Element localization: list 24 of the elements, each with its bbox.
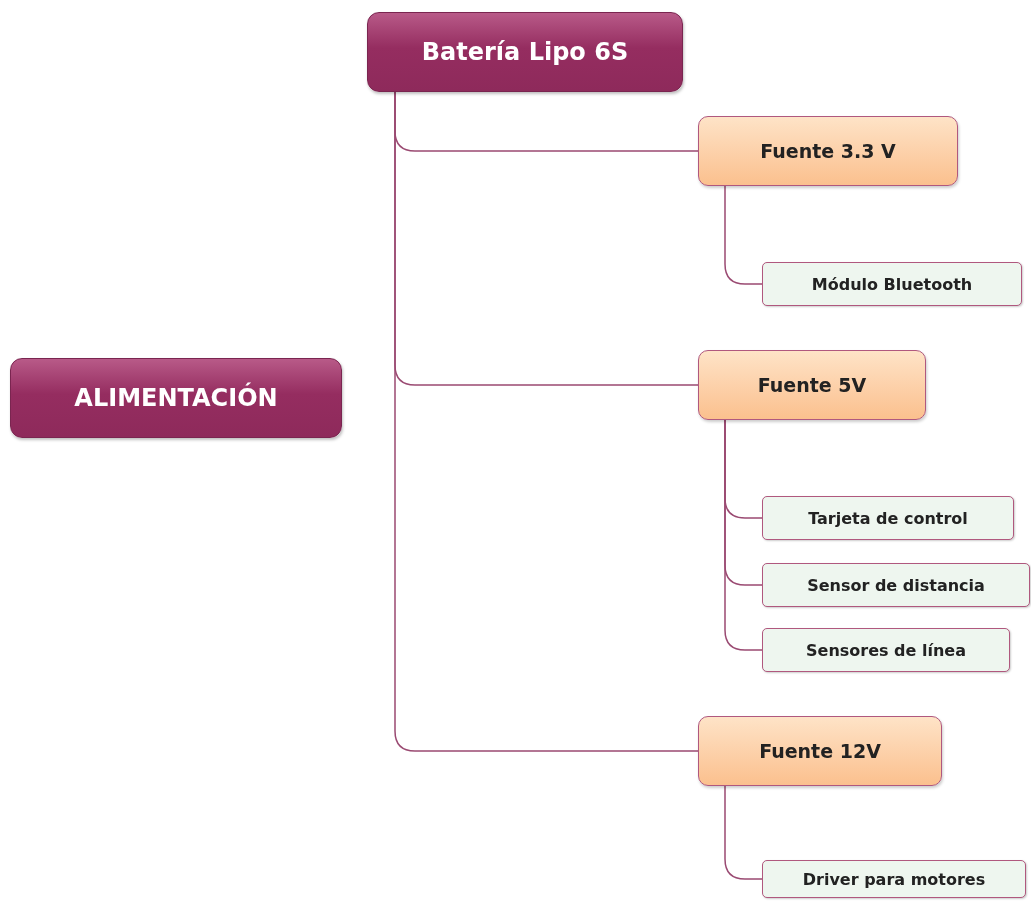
subtopic-box (698, 716, 942, 786)
node-label: Driver para motores (802, 869, 986, 889)
item-box (762, 860, 1026, 898)
node-label: Fuente 12V (759, 740, 881, 762)
node-label: Tarjeta de control (808, 508, 968, 528)
item-box (762, 262, 1022, 306)
connector-line (724, 185, 763, 285)
node-label: Fuente 3.3 V (760, 140, 896, 162)
subtopic-box (698, 350, 926, 420)
topic-box (367, 12, 683, 92)
connector-line (724, 785, 763, 880)
item-box (762, 496, 1014, 540)
node-label: ALIMENTACIÓN (74, 384, 278, 412)
node-label: Batería Lipo 6S (421, 38, 629, 66)
connector-line (724, 419, 763, 651)
node-label: Módulo Bluetooth (811, 274, 973, 294)
node-label: Sensor de distancia (807, 575, 985, 595)
connector-line (394, 91, 699, 752)
item-box (762, 628, 1010, 672)
item-box (762, 563, 1030, 607)
subtopic-box (698, 116, 958, 186)
node-label: Fuente 5V (757, 374, 867, 396)
topic-box (10, 358, 342, 438)
node-label: Sensores de línea (806, 640, 966, 660)
